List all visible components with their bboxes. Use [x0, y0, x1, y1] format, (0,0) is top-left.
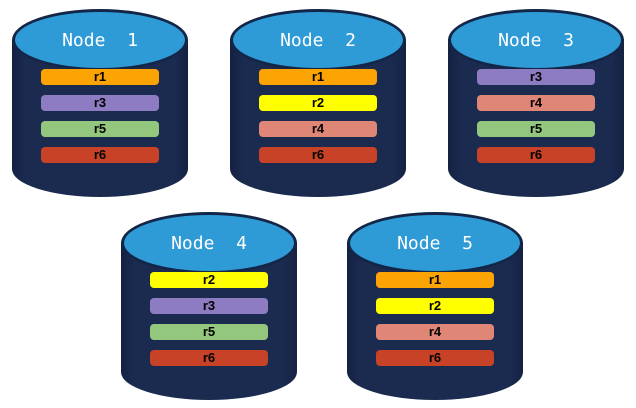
node-title: Node 4	[171, 232, 247, 254]
replica-bar: r2	[150, 272, 268, 288]
node-title: Node 3	[498, 29, 574, 51]
replica-label: r6	[311, 147, 325, 162]
node-cylinder: Node 5 r1 r2 r4 r6	[347, 212, 523, 400]
replica-bar: r3	[477, 69, 595, 85]
node-title: Node 1	[62, 29, 138, 51]
replica-label: r3	[202, 298, 216, 313]
replica-label: r6	[93, 147, 107, 162]
replica-label: r6	[529, 147, 543, 162]
replica-label: r1	[428, 272, 442, 287]
replica-label: r4	[311, 121, 325, 136]
replica-bar: r1	[259, 69, 377, 85]
replica-label: r5	[93, 121, 107, 136]
replica-bar: r2	[376, 298, 494, 314]
replica-bar: r4	[376, 324, 494, 340]
cylinder-top-ellipse	[12, 9, 188, 71]
replica-list: r1 r3 r5 r6	[41, 69, 159, 173]
replica-label: r5	[529, 121, 543, 136]
node-title: Node 5	[397, 232, 473, 254]
replica-bar: r2	[259, 95, 377, 111]
replica-label: r2	[202, 272, 216, 287]
replica-label: r2	[428, 298, 442, 313]
replica-label: r3	[529, 69, 543, 84]
replica-bar: r4	[259, 121, 377, 137]
replica-label: r4	[529, 95, 543, 110]
replica-bar: r1	[41, 69, 159, 85]
replica-label: r4	[428, 324, 442, 339]
replica-bar: r5	[41, 121, 159, 137]
replica-bar: r5	[150, 324, 268, 340]
replica-list: r1 r2 r4 r6	[376, 272, 494, 376]
replica-bar: r6	[477, 147, 595, 163]
replica-bar: r6	[376, 350, 494, 366]
replica-bar: r4	[477, 95, 595, 111]
replica-label: r3	[93, 95, 107, 110]
replica-label: r6	[202, 350, 216, 365]
replica-list: r2 r3 r5 r6	[150, 272, 268, 376]
replica-bar: r6	[259, 147, 377, 163]
replica-label: r1	[311, 69, 325, 84]
replica-bar: r5	[477, 121, 595, 137]
node-cylinder: Node 1 r1 r3 r5 r6	[12, 9, 188, 197]
replica-bar: r6	[150, 350, 268, 366]
cylinder-top-ellipse	[347, 212, 523, 274]
node-cylinder: Node 2 r1 r2 r4 r6	[230, 9, 406, 197]
node-title: Node 2	[280, 29, 356, 51]
replica-bar: r3	[150, 298, 268, 314]
node-cylinder: Node 3 r3 r4 r5 r6	[448, 9, 624, 197]
replica-bar: r3	[41, 95, 159, 111]
replica-bar: r6	[41, 147, 159, 163]
cylinder-top-ellipse	[230, 9, 406, 71]
replica-label: r2	[311, 95, 325, 110]
node-cylinder: Node 4 r2 r3 r5 r6	[121, 212, 297, 400]
replica-bar: r1	[376, 272, 494, 288]
replica-label: r1	[93, 69, 107, 84]
replica-label: r6	[428, 350, 442, 365]
replica-list: r3 r4 r5 r6	[477, 69, 595, 173]
replica-label: r5	[202, 324, 216, 339]
replica-list: r1 r2 r4 r6	[259, 69, 377, 173]
